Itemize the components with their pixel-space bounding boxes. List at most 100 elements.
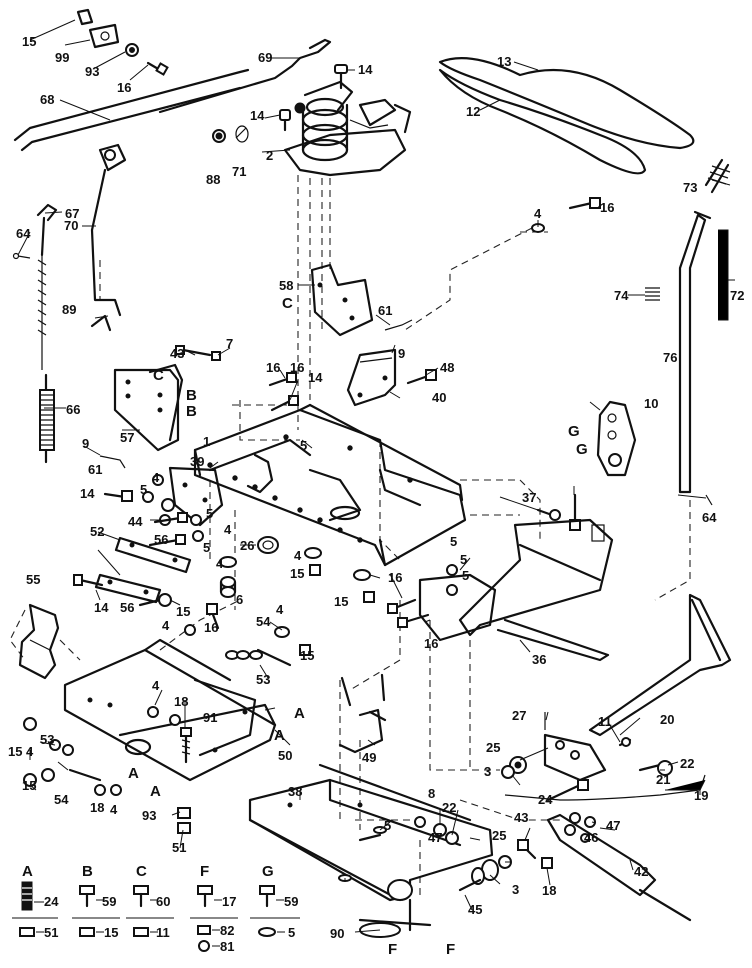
bolts-16-14 [268, 372, 299, 412]
clip-71 [235, 125, 249, 143]
callout-label: A [274, 727, 285, 744]
callout-label: B [186, 403, 197, 420]
pin-64-left [12, 252, 31, 260]
legend-letter: C [136, 863, 147, 880]
callout-label: 15 [334, 594, 348, 609]
callout-label: 3 [484, 764, 491, 779]
callout-label: 49 [362, 750, 376, 765]
callout-label: 51 [172, 840, 186, 855]
callout-label: 4 [224, 522, 232, 537]
callout-label: 39 [190, 454, 204, 469]
callout-label: 25 [492, 828, 506, 843]
legend-bottom-number: 11 [156, 925, 170, 940]
bolts-37-16 [536, 493, 581, 531]
callout-labels: 15 99 93 16 69 14 68 13 12 14 88 71 2 73… [8, 34, 744, 958]
legend-letter: B [82, 863, 93, 880]
callout-label: 71 [232, 164, 246, 179]
callout-label: 14 [80, 486, 95, 501]
bushing-6 [219, 576, 237, 598]
callout-label: 22 [680, 756, 694, 771]
nut-88 [212, 129, 226, 143]
callout-label: 18 [542, 883, 556, 898]
bracket-55 [18, 603, 60, 680]
callout-label: 9 [398, 346, 405, 361]
bracket-49 [338, 673, 387, 754]
bolt-14-mid [103, 490, 133, 502]
callout-label: 4 [276, 602, 284, 617]
callout-label: 50 [278, 748, 292, 763]
callout-label: 15 [22, 778, 36, 793]
callout-label: 4 [152, 470, 160, 485]
bracket-10 [596, 400, 637, 477]
legend-top-number: 17 [222, 894, 236, 909]
callout-label: 53 [40, 732, 54, 747]
callout-label: 64 [702, 510, 717, 525]
callout-label: 16 [266, 360, 280, 375]
callout-label: 74 [614, 288, 629, 303]
callout-label: 18 [174, 694, 188, 709]
legend-top-number: 60 [156, 894, 170, 909]
callout-label: 15 [176, 604, 190, 619]
callout-label: 5 [450, 534, 457, 549]
callout-label: 26 [240, 538, 254, 553]
leader-lines [17, 19, 735, 933]
callout-label: 25 [486, 740, 500, 755]
callout-label: 7 [226, 336, 233, 351]
nuts-15-center [184, 564, 375, 656]
callout-label: 4 [216, 556, 224, 571]
legend-top-number: 59 [102, 894, 116, 909]
callout-label: 5 [206, 506, 213, 521]
lever-70 [90, 143, 127, 317]
legend-letter: G [262, 863, 274, 880]
callout-label: 48 [440, 360, 454, 375]
callout-label: 38 [288, 784, 302, 799]
stud-91 [180, 727, 192, 764]
callout-label: 4 [534, 206, 542, 221]
arm-36 [458, 518, 614, 662]
callout-label: 5 [300, 438, 307, 453]
callout-label: 24 [538, 792, 553, 807]
bolt-56-low [138, 593, 172, 607]
hardware-25-3-lower [458, 855, 512, 892]
legend-top-number: 59 [284, 894, 298, 909]
callout-label: A [150, 783, 161, 800]
callout-label: 57 [120, 430, 134, 445]
spring-66 [39, 373, 55, 464]
callout-label: 45 [468, 902, 482, 917]
callout-label: 36 [532, 652, 546, 667]
spring-74 [645, 287, 660, 301]
rod-20 [588, 593, 732, 737]
callout-label: 42 [634, 864, 648, 879]
hardware-left-stack [23, 717, 122, 796]
legend-item-B: B 59 15 [72, 863, 120, 940]
callout-label: 37 [522, 490, 536, 505]
legend-item-G: G 59 5 [250, 863, 300, 940]
callout-label: 15 [22, 34, 36, 49]
main-frame-1 [193, 403, 467, 567]
washers-46-47 [569, 812, 596, 828]
legend-bottom-number: 15 [104, 925, 118, 940]
nut-7 [211, 351, 221, 361]
callout-label: 5 [462, 568, 469, 583]
callout-label: 54 [54, 792, 69, 807]
callout-label: C [282, 295, 293, 312]
callout-label: 91 [203, 710, 217, 725]
callout-label: 18 [90, 800, 104, 815]
callout-label: 43 [170, 346, 184, 361]
callout-label: A [128, 765, 139, 782]
callout-label: C [153, 367, 164, 384]
callout-label: 47 [428, 830, 442, 845]
callout-label: 88 [206, 172, 220, 187]
callout-label: 64 [16, 226, 31, 241]
callout-label: 13 [497, 54, 511, 69]
pin-61-upper [384, 319, 413, 331]
callout-label: A [294, 705, 305, 722]
bolt-14-low [73, 574, 104, 587]
callout-label: 58 [279, 278, 293, 293]
callout-label: 16 [204, 620, 218, 635]
hardware-53-54 [225, 626, 292, 667]
callout-label: 93 [142, 808, 156, 823]
hardware-legend: A 24 51 B 59 15 C 60 [12, 863, 300, 954]
callout-label: 4 [26, 744, 34, 759]
